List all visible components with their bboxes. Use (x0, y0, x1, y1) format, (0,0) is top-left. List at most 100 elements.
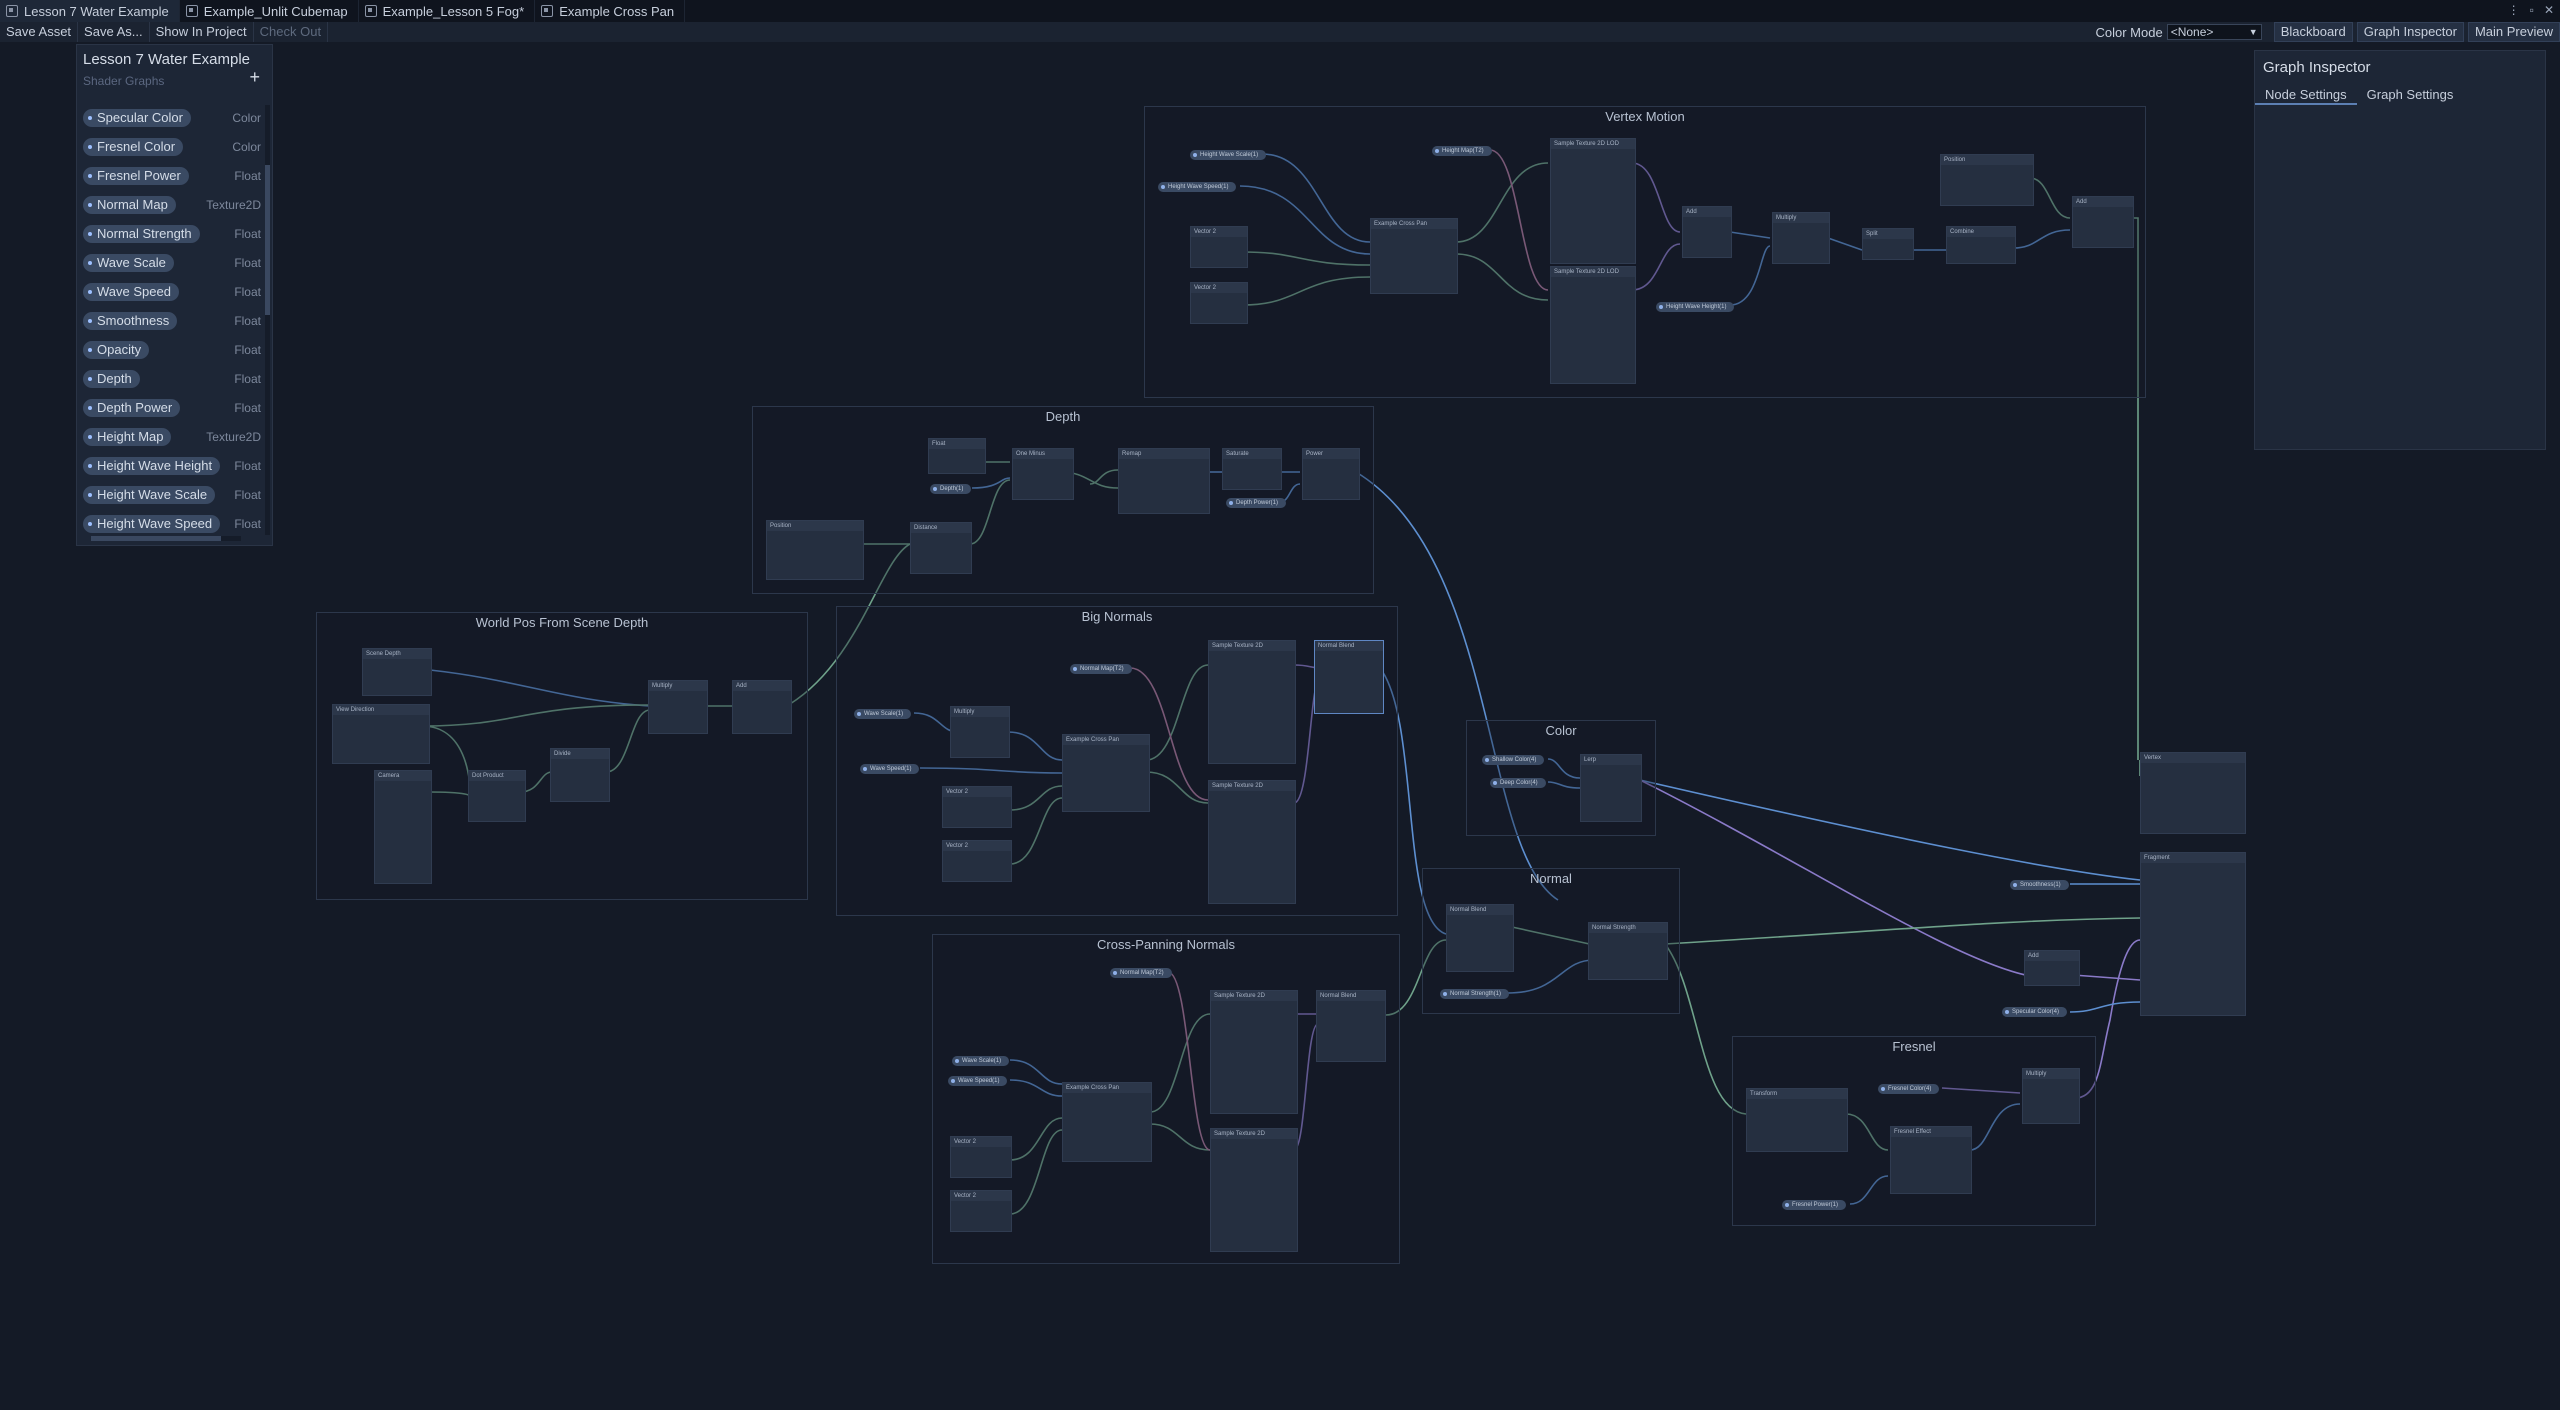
node-normal-blend[interactable]: Normal Blend (1446, 904, 1514, 972)
tab-graph-settings[interactable]: Graph Settings (2366, 87, 2454, 102)
graph-inspector-panel[interactable]: Graph Inspector Node Settings Graph Sett… (2254, 50, 2546, 450)
node-add[interactable]: Add (2024, 950, 2080, 986)
save-asset-button[interactable]: Save Asset (0, 22, 79, 42)
node-one-minus[interactable]: One Minus (1012, 448, 1074, 500)
scrollbar-thumb[interactable] (265, 165, 270, 315)
horizontal-scrollbar[interactable] (91, 536, 241, 541)
tab-example-unlit-cubemap[interactable]: Example_Unlit Cubemap (180, 0, 359, 22)
node-sample-texture-2d[interactable]: Sample Texture 2D (1208, 640, 1296, 764)
node-lerp[interactable]: Lerp (1580, 754, 1642, 822)
property-node-wave-speed[interactable]: Wave Speed(1) (860, 764, 920, 774)
node-view-direction[interactable]: View Direction (332, 704, 430, 764)
node-normal-blend[interactable]: Normal Blend (1316, 990, 1386, 1062)
property-node-shallow-color[interactable]: Shallow Color(4) (1482, 755, 1545, 765)
node-example-cross-pan[interactable]: Example Cross Pan (1062, 1082, 1152, 1162)
property-node-height-wave-scale[interactable]: Height Wave Scale(1) (1190, 150, 1267, 160)
node-position[interactable]: Position (1940, 154, 2034, 206)
property-pill[interactable]: Wave Scale (83, 254, 174, 272)
add-property-icon[interactable]: + (249, 67, 260, 87)
scrollbar-thumb[interactable] (91, 536, 221, 541)
property-pill[interactable]: Specular Color (83, 109, 191, 127)
tab-example-lesson-5-fog[interactable]: Example_Lesson 5 Fog* (359, 0, 536, 22)
blackboard-panel[interactable]: Lesson 7 Water Example Shader Graphs + S… (76, 44, 273, 546)
node-add[interactable]: Add (732, 680, 792, 734)
node-normal-blend[interactable]: Normal Blend (1314, 640, 1384, 714)
more-options-icon[interactable]: ⋮ (2507, 3, 2520, 17)
blackboard-toggle[interactable]: Blackboard (2273, 22, 2353, 42)
node-dot-product[interactable]: Dot Product (468, 770, 526, 822)
show-in-project-button[interactable]: Show In Project (150, 22, 254, 42)
node-sample-texture-2d[interactable]: Sample Texture 2D (1208, 780, 1296, 904)
property-node-depth[interactable]: Depth(1) (930, 484, 972, 494)
node-vector-2[interactable]: Vector 2 (950, 1190, 1012, 1232)
node-sample-texture-2d-lod[interactable]: Sample Texture 2D LOD (1550, 138, 1636, 264)
property-pill[interactable]: Height Wave Height (83, 457, 221, 475)
node-multiply[interactable]: Multiply (648, 680, 708, 734)
property-pill[interactable]: Depth (83, 370, 140, 388)
property-node-depth-power[interactable]: Depth Power(1) (1226, 498, 1287, 508)
node-multiply[interactable]: Multiply (1772, 212, 1830, 264)
property-pill[interactable]: Height Map (83, 428, 172, 446)
tab-node-settings[interactable]: Node Settings (2255, 85, 2357, 105)
node-sample-texture-2d[interactable]: Sample Texture 2D (1210, 1128, 1298, 1252)
master-stack-vertex[interactable]: Vertex (2140, 752, 2246, 834)
property-node-wave-speed[interactable]: Wave Speed(1) (948, 1076, 1008, 1086)
node-sample-texture-2d[interactable]: Sample Texture 2D (1210, 990, 1298, 1114)
node-float[interactable]: Float (928, 438, 986, 474)
node-combine[interactable]: Combine (1946, 226, 2016, 264)
property-node-wave-scale[interactable]: Wave Scale(1) (952, 1056, 1010, 1066)
node-normal-strength[interactable]: Normal Strength (1588, 922, 1668, 980)
property-node-fresnel-color[interactable]: Fresnel Color(4) (1878, 1084, 1940, 1094)
property-pill[interactable]: Fresnel Power (83, 167, 189, 185)
property-pill[interactable]: Normal Strength (83, 225, 200, 243)
node-vector-2[interactable]: Vector 2 (942, 786, 1012, 828)
property-node-normal-map[interactable]: Normal Map(T2) (1070, 664, 1132, 674)
save-as-button[interactable]: Save As... (78, 22, 150, 42)
property-node-wave-scale[interactable]: Wave Scale(1) (854, 709, 912, 719)
node-multiply[interactable]: Multiply (950, 706, 1010, 758)
property-node-specular-color[interactable]: Specular Color(4) (2002, 1007, 2068, 1017)
property-pill[interactable]: Fresnel Color (83, 138, 184, 156)
node-vector-2[interactable]: Vector 2 (942, 840, 1012, 882)
vertical-scrollbar[interactable] (265, 105, 270, 535)
maximize-icon[interactable]: ▫ (2529, 3, 2534, 17)
node-sample-texture-2d-lod[interactable]: Sample Texture 2D LOD (1550, 266, 1636, 384)
property-pill[interactable]: Wave Speed (83, 283, 179, 301)
property-node-height-wave-height[interactable]: Height Wave Height(1) (1656, 302, 1735, 312)
property-pill[interactable]: Height Wave Scale (83, 486, 216, 504)
color-mode-dropdown[interactable]: <None> ▼ (2166, 24, 2262, 40)
property-pill[interactable]: Depth Power (83, 399, 181, 417)
property-pill[interactable]: Normal Map (83, 196, 176, 214)
node-fresnel-effect[interactable]: Fresnel Effect (1890, 1126, 1972, 1194)
node-saturate[interactable]: Saturate (1222, 448, 1282, 490)
property-node-normal-strength[interactable]: Normal Strength(1) (1440, 989, 1510, 999)
node-vector-2[interactable]: Vector 2 (950, 1136, 1012, 1178)
property-node-height-map[interactable]: Height Map(T2) (1432, 146, 1492, 156)
node-example-cross-pan[interactable]: Example Cross Pan (1062, 734, 1150, 812)
property-node-smoothness[interactable]: Smoothness(1) (2010, 880, 2069, 890)
node-power[interactable]: Power (1302, 448, 1360, 500)
property-node-deep-color[interactable]: Deep Color(4) (1490, 778, 1546, 788)
tab-lesson-7-water-example[interactable]: Lesson 7 Water Example (0, 0, 180, 22)
node-vector-2[interactable]: Vector 2 (1190, 226, 1248, 268)
graph-inspector-toggle[interactable]: Graph Inspector (2356, 22, 2464, 42)
property-node-fresnel-power[interactable]: Fresnel Power(1) (1782, 1200, 1847, 1210)
property-node-height-wave-speed[interactable]: Height Wave Speed(1) (1158, 182, 1237, 192)
node-distance[interactable]: Distance (910, 522, 972, 574)
node-example-cross-pan[interactable]: Example Cross Pan (1370, 218, 1458, 294)
node-vector-2[interactable]: Vector 2 (1190, 282, 1248, 324)
node-split[interactable]: Split (1862, 228, 1914, 260)
tab-example-cross-pan[interactable]: Example Cross Pan (535, 0, 686, 22)
node-add[interactable]: Add (1682, 206, 1732, 258)
